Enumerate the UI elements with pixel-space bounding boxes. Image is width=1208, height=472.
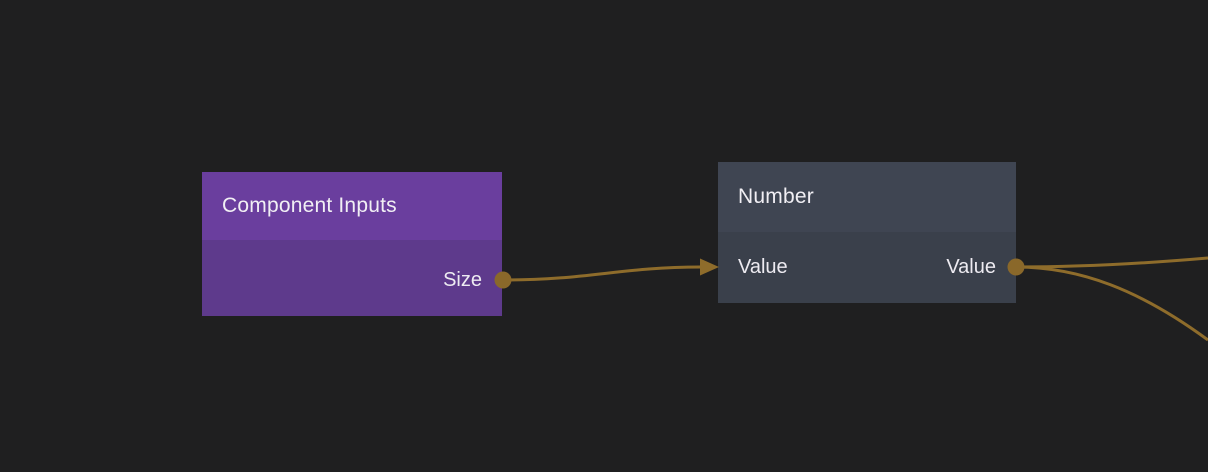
output-port-size[interactable] bbox=[494, 271, 512, 289]
node-number[interactable]: Number Value Value bbox=[718, 162, 1016, 303]
node-number-header[interactable]: Number bbox=[718, 162, 1016, 232]
output-port-value[interactable] bbox=[1007, 258, 1025, 276]
input-port-arrow-icon[interactable] bbox=[700, 258, 719, 276]
wire-value-offscreen-upper[interactable] bbox=[1015, 256, 1208, 269]
node-component-inputs-header[interactable]: Component Inputs bbox=[202, 172, 502, 240]
wire-size-to-value[interactable] bbox=[502, 265, 702, 282]
port-row: Value Value bbox=[718, 256, 1016, 279]
output-port-label-size: Size bbox=[443, 268, 482, 291]
output-port-label-value: Value bbox=[946, 256, 996, 278]
node-title: Component Inputs bbox=[222, 194, 397, 217]
node-number-body: Value Value bbox=[718, 232, 1016, 303]
input-port-label-value: Value bbox=[738, 256, 788, 278]
node-component-inputs[interactable]: Component Inputs Size bbox=[202, 172, 502, 316]
node-component-inputs-body: Size bbox=[202, 240, 502, 316]
node-title: Number bbox=[738, 185, 814, 208]
port-row: Size bbox=[202, 269, 502, 292]
wire-value-offscreen-lower[interactable] bbox=[1015, 265, 1208, 342]
